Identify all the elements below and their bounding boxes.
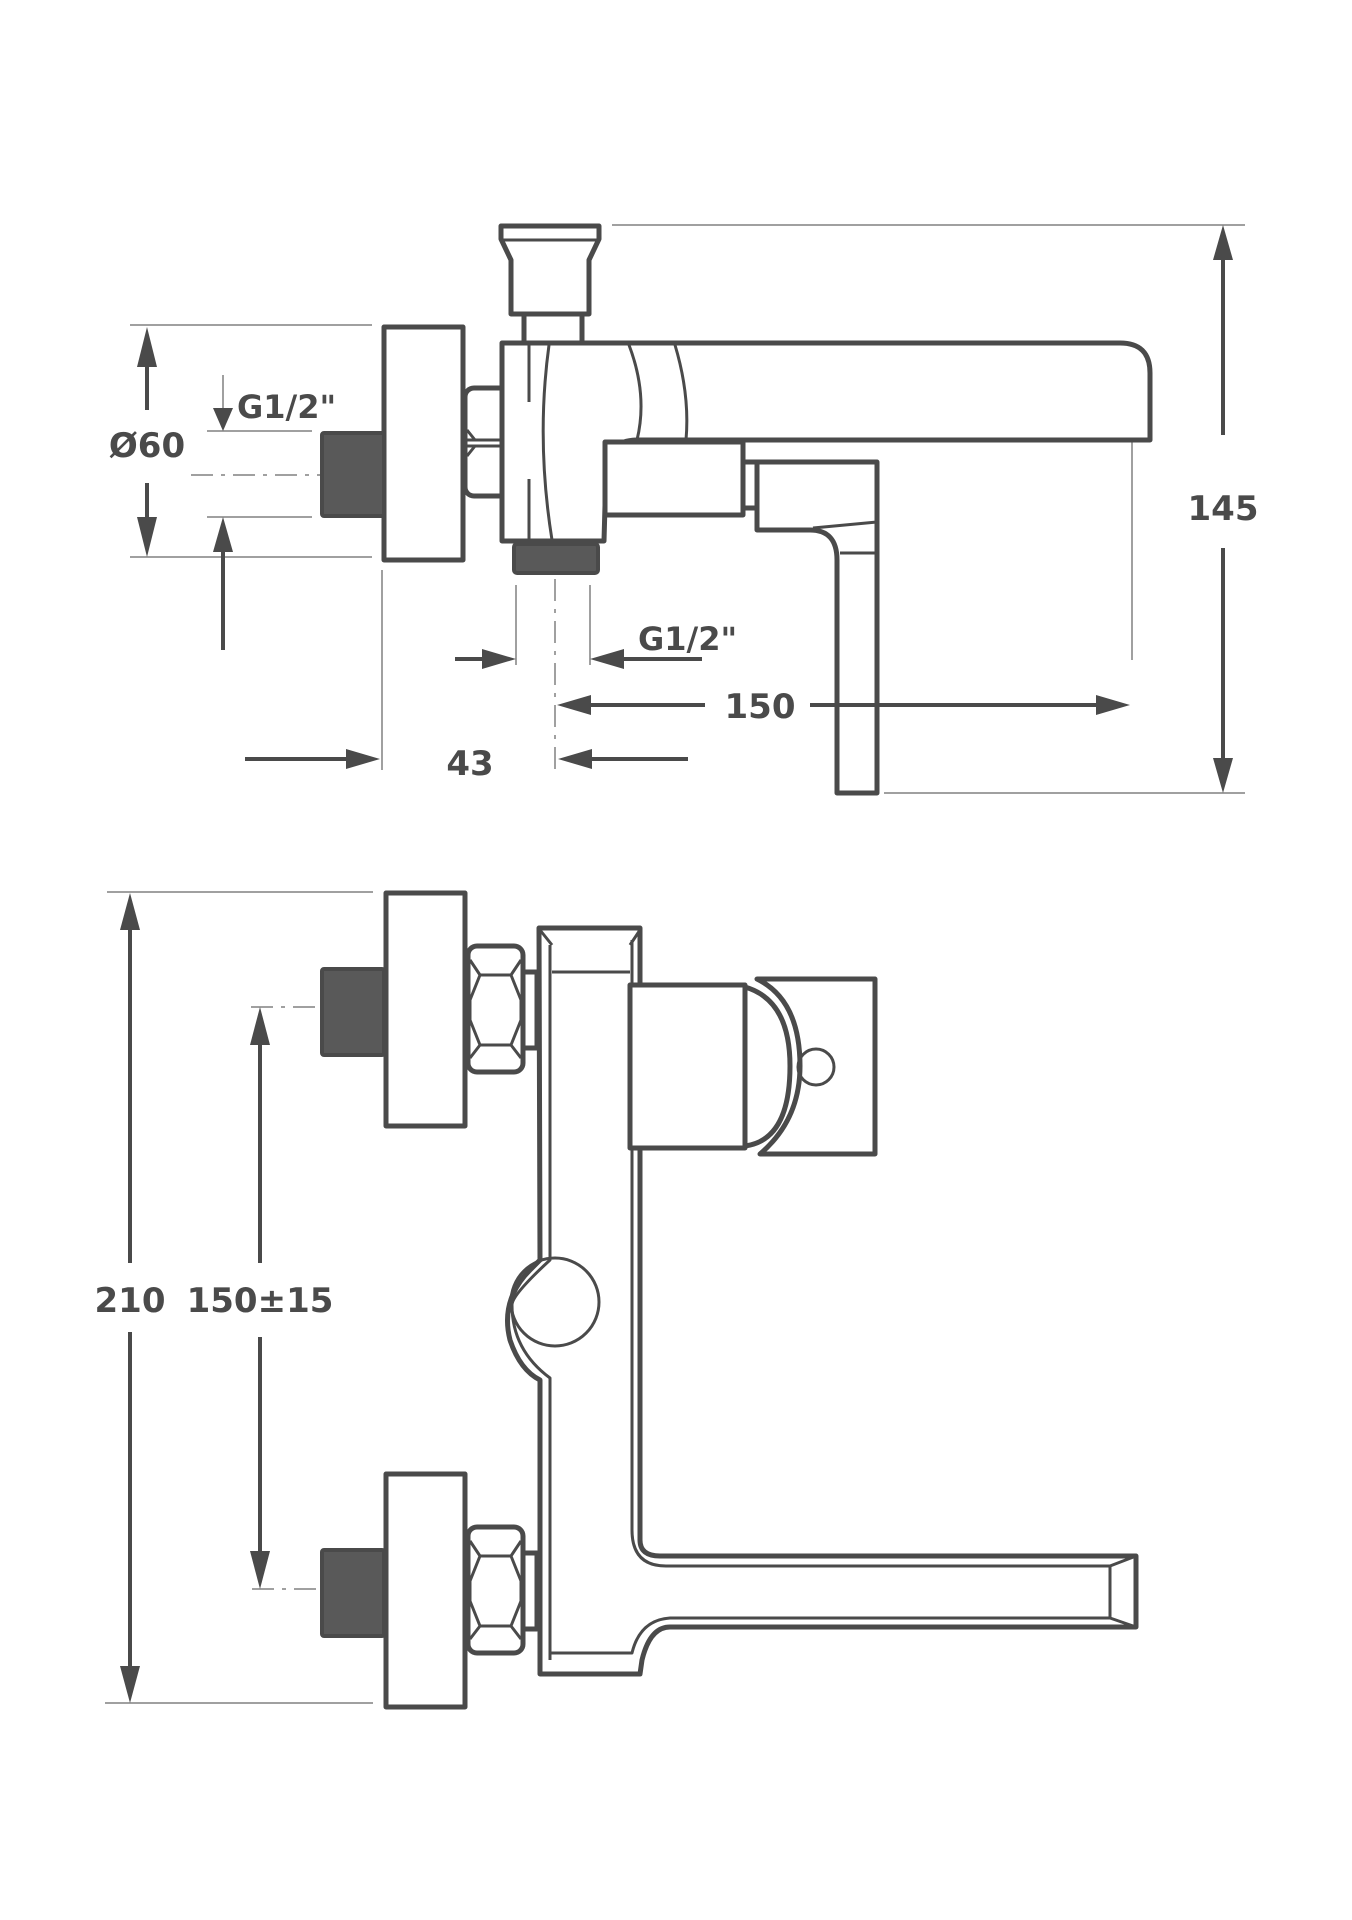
- dim-arrow: [120, 1666, 140, 1703]
- upper-hex-nut-faces: [468, 959, 523, 1059]
- dim-total-width: 210: [95, 1281, 166, 1321]
- dim-arrow: [1213, 758, 1233, 793]
- dim-arrow: [1213, 225, 1233, 260]
- upper-inlet-stub: [320, 967, 386, 1057]
- dim-flange-diameter: Ø60: [109, 426, 185, 466]
- lever-hole: [796, 1047, 836, 1087]
- cartridge-dome: [742, 984, 793, 1149]
- dim-arrow: [250, 1007, 270, 1045]
- dim-arrow: [346, 749, 380, 769]
- body-curve: [627, 344, 643, 441]
- dim-arrow: [557, 695, 591, 715]
- upper-wall-flange: [383, 890, 468, 1129]
- dim-inlet-spacing: 150±15: [187, 1281, 334, 1321]
- dim-spout-reach: 150: [725, 687, 796, 727]
- inlet-thread-stub: [320, 431, 386, 518]
- body-top-chamfer: [538, 929, 642, 946]
- dim-arrow: [250, 1551, 270, 1589]
- cartridge-housing: [602, 439, 746, 518]
- lower-inlet-stub: [320, 1548, 386, 1638]
- dim-wall-to-outlet: 43: [446, 744, 493, 784]
- dim-inlet-thread: G1/2": [237, 388, 336, 426]
- body-inner-edge: [550, 1616, 1110, 1655]
- diverter-circle: [509, 1256, 601, 1348]
- diverter-stem: [521, 311, 585, 347]
- lower-hex-nut: [465, 1524, 526, 1656]
- body-curve: [541, 344, 554, 541]
- lower-hex-nut-faces: [468, 1540, 523, 1640]
- body-curve: [673, 344, 689, 441]
- dim-arrow: [213, 408, 233, 431]
- cartridge-body-front: [627, 982, 748, 1151]
- dim-arrow: [137, 517, 157, 557]
- front-view: 210 150±15: [95, 890, 1139, 1710]
- wall-flange: [381, 324, 466, 563]
- body-inner-edge: [630, 940, 1110, 1568]
- lower-wall-flange: [383, 1471, 468, 1710]
- dim-arrow: [213, 517, 233, 552]
- dim-arrow: [482, 649, 516, 669]
- spout-tip-chamfer: [1109, 1554, 1137, 1629]
- outlet-thread: [512, 542, 600, 575]
- dim-outlet-thread: G1/2": [638, 620, 737, 658]
- upper-connector: [520, 969, 540, 1051]
- dim-arrow: [558, 749, 592, 769]
- dim-arrow: [1096, 695, 1130, 715]
- side-view: Ø60 G1/2" G1/2" 150 43 145: [109, 223, 1259, 796]
- lever-edge: [812, 520, 878, 530]
- dim-arrow: [590, 649, 624, 669]
- dim-arrow: [137, 327, 157, 367]
- lower-connector: [520, 1550, 540, 1632]
- upper-hex-nut: [465, 943, 526, 1075]
- dim-total-height: 145: [1188, 489, 1259, 529]
- dim-arrow: [120, 893, 140, 930]
- lever-handle: [754, 459, 880, 796]
